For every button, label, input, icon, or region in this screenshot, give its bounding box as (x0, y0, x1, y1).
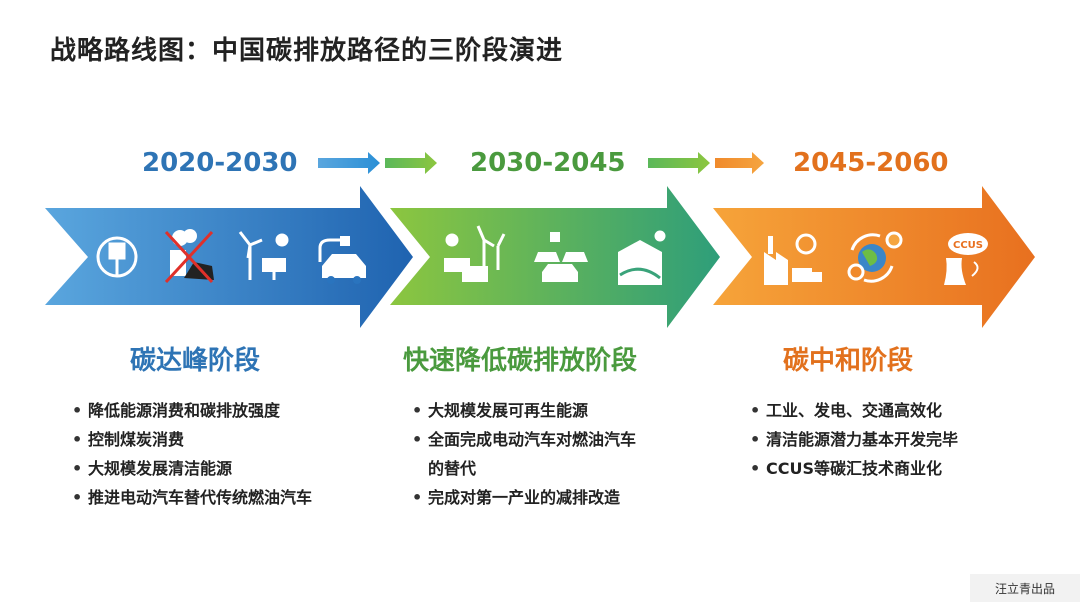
ccus-icon-label: CCUS (953, 240, 983, 251)
phase-1-bullets: 降低能源消费和碳排放强度 控制煤炭消费 大规模发展清洁能源 推进电动汽车替代传统… (72, 396, 312, 512)
earth-energy-cycle-icon (847, 231, 903, 283)
factory-truck-icon (764, 233, 822, 285)
phase-2-bullets: 大规模发展可再生能源 全面完成电动汽车对燃油汽车 的替代 完成对第一产业的减排改… (412, 396, 636, 512)
bullet-item: 控制煤炭消费 (72, 425, 312, 454)
bullet-item: 大规模发展可再生能源 (412, 396, 636, 425)
credit-label: 汪立青出品 (970, 574, 1080, 602)
bullet-item-continuation: 的替代 (428, 459, 477, 478)
phase-2-stage-title: 快速降低碳排放阶段 (403, 346, 638, 376)
phase-1-years: 2020-2030 (142, 148, 298, 178)
bullet-item: 推进电动汽车替代传统燃油汽车 (72, 483, 312, 512)
bullet-item: 全面完成电动汽车对燃油汽车 (412, 425, 636, 454)
phase-2-years: 2030-2045 (470, 148, 626, 178)
bullet-item: 完成对第一产业的减排改造 (412, 483, 636, 512)
electric-cars-icon (534, 232, 588, 282)
phase-3-bullets: 工业、发电、交通高效化 清洁能源潜力基本开发完毕 CCUS等碳汇技术商业化 (750, 396, 958, 483)
electric-plug-icon (96, 236, 138, 278)
no-coal-icon (164, 229, 214, 284)
phase-3-stage-title: 碳中和阶段 (783, 346, 914, 376)
bullet-item: 大规模发展清洁能源 (72, 454, 312, 483)
ccus-icon: CCUS (944, 233, 988, 285)
connector-arrow-2 (648, 152, 764, 174)
electric-car-icon (318, 236, 366, 284)
bullet-item: 降低能源消费和碳排放强度 (72, 396, 312, 425)
phase-1-arrow (45, 186, 413, 328)
phase-1-stage-title: 碳达峰阶段 (130, 346, 261, 376)
slide-title: 战略路线图：中国碳排放路径的三阶段演进 (50, 36, 564, 66)
connector-arrow-1 (318, 152, 437, 174)
bullet-item: 清洁能源潜力基本开发完毕 (750, 425, 958, 454)
phase-3-years: 2045-2060 (793, 148, 949, 178)
bullet-item: 工业、发电、交通高效化 (750, 396, 958, 425)
solar-wind-farm-icon (444, 225, 506, 282)
green-farm-icon (618, 230, 666, 285)
bullet-item: CCUS等碳汇技术商业化 (750, 454, 958, 483)
wind-solar-icon (238, 231, 289, 280)
